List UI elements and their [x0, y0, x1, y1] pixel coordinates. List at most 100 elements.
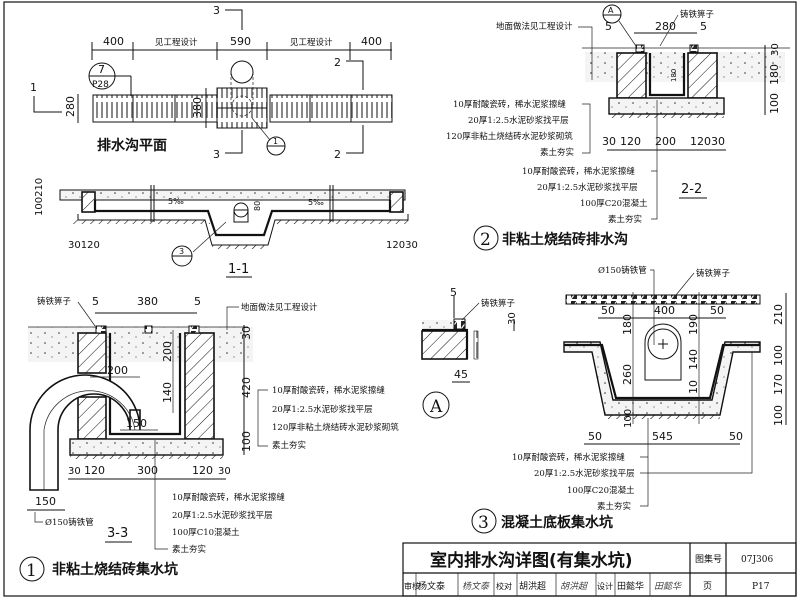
- signoff-role-check: 校对: [496, 581, 512, 591]
- s22-dim-280: 280: [655, 20, 676, 33]
- plan-ref-bottom: P28: [92, 80, 109, 90]
- s11-channel-lining: [93, 200, 392, 237]
- signoff-name-review: 杨文泰: [418, 580, 445, 592]
- detail-2-number: 2: [480, 230, 491, 250]
- s11-dim-left: 30120: [68, 240, 100, 251]
- s33-note-4: 素土夯实: [272, 440, 306, 451]
- s33-dim-120-right: 120: [192, 464, 213, 477]
- pit-notes: 10厚耐酸瓷砖，稀水泥浆擦缝 20厚1:2.5水泥砂浆找平层 100厚C20混凝…: [512, 352, 753, 512]
- s33-brick-top-left: [77, 332, 107, 374]
- pit-note-3: 100厚C20混凝土: [567, 485, 635, 496]
- s33-notes-bottom: 10厚耐酸瓷砖，稀水泥浆擦缝 20厚1:2.5水泥砂浆找平层 100厚C10混凝…: [154, 440, 285, 555]
- plan-grate-left: [92, 94, 218, 123]
- plan-dim-see-design-left: 见工程设计: [155, 37, 198, 48]
- pit-dim-10: 10: [687, 380, 700, 394]
- s33-dim-30: 30: [240, 326, 253, 340]
- signoff-signature-check: 胡洪超: [560, 581, 589, 592]
- section-concrete-pit: 50 400 50 180 190 260 140 10 100 210 100…: [512, 265, 787, 512]
- s22-dim-5-right: 5: [700, 20, 707, 33]
- s33-note-2: 20厚1:2.5水泥砂浆找平层: [272, 404, 373, 415]
- signoff-role-review: 审核: [404, 581, 420, 591]
- detail-A-label: A: [429, 397, 443, 417]
- s22-note-3: 120厚非粘土烧结砖水泥砂浆砌筑: [446, 131, 573, 142]
- plan-cut-2-top: 2: [334, 56, 341, 69]
- pit-concrete-shell: [563, 341, 761, 416]
- section-1-1: 5‰ 5‰ 80 100210 30120 12030 3 1-1: [34, 178, 418, 278]
- s33-dim-420: 420: [240, 377, 253, 398]
- s22-brick-left: [616, 52, 647, 99]
- s33-label: 3-3: [107, 526, 128, 541]
- s33-pipe-note: Ø150铸铁管: [45, 517, 94, 528]
- s33-dim-5-left: 5: [92, 295, 99, 308]
- signoff-role-design: 设计: [597, 581, 613, 591]
- s22-dim-200: 200: [655, 135, 676, 148]
- detail-3-number: 3: [478, 513, 489, 533]
- s11-label: 1-1: [228, 262, 249, 277]
- page-number: P17: [752, 582, 770, 592]
- s33-grate-note: 铸铁箅子: [37, 296, 72, 307]
- s22-dim-5-left: 5: [605, 20, 612, 33]
- pit-dim-100-a: 100: [772, 345, 785, 366]
- plan-dim-590: 590: [230, 35, 251, 48]
- s33-bnote-3: 100厚C10混凝土: [172, 527, 240, 538]
- pit-grate-bar: [565, 294, 761, 305]
- s11-dim-right: 12030: [386, 240, 418, 251]
- plan-ref-top: 7: [98, 63, 105, 76]
- plan-cut-1: 1: [30, 81, 37, 94]
- detail-3-title: 3 混凝土底板集水坑: [471, 508, 613, 534]
- pit-dim-260: 260: [621, 364, 634, 385]
- sheet-border: [3, 1, 797, 597]
- pit-dim-50-left: 50: [601, 304, 615, 317]
- s22-ref-A: A: [608, 6, 614, 15]
- pit-dim-400: 400: [654, 304, 675, 317]
- s22-label: 2-2: [681, 182, 702, 197]
- section-3-3: 5 380 5 200 140 30 420 100 200 150 30 12…: [27, 295, 399, 555]
- pit-dim-50-right: 50: [710, 304, 724, 317]
- s22-dim-180: 180: [768, 64, 781, 85]
- detail-A-dim-30: 30: [507, 312, 518, 325]
- plan-dim-ticks: [91, 42, 392, 60]
- plan-dim-see-design-right: 见工程设计: [290, 37, 333, 48]
- s22-base: [608, 97, 725, 115]
- s22-channel-lining: [648, 53, 686, 97]
- s11-slope-right: 5‰: [308, 198, 324, 207]
- s22-grate-note: 铸铁箅子: [680, 9, 715, 20]
- s33-bnote-2: 20厚1:2.5水泥砂浆找平层: [172, 510, 273, 521]
- s33-bnote-4: 素土夯实: [172, 544, 206, 555]
- s22-note-1: 10厚耐酸瓷砖，稀水泥浆擦缝: [453, 99, 566, 110]
- detail-A-label-circle: [422, 391, 450, 419]
- s22-bnote-2: 20厚1:2.5水泥砂浆找平层: [537, 182, 638, 193]
- plan-dim-400-left: 400: [103, 35, 124, 48]
- pit-pipe-outlet: [644, 323, 682, 381]
- s22-dim-100: 100: [768, 93, 781, 114]
- detail-3-number-circle: [471, 508, 497, 534]
- detail-1-number-circle: [19, 556, 45, 582]
- detail-A-dim-5: 5: [450, 286, 457, 299]
- s11-base: [77, 214, 409, 246]
- pit-dim-50-bl: 50: [588, 430, 602, 443]
- signoff-name-check: 胡洪超: [519, 580, 546, 592]
- s22-dim-180-inner: 180: [670, 69, 678, 82]
- s33-brick-right: [184, 332, 215, 440]
- atlas-number: 07J306: [741, 555, 774, 565]
- detail-A-grate: [453, 318, 466, 330]
- s22-floor-note: 地面做法见工程设计: [496, 21, 573, 32]
- pit-dim-100-b: 100: [772, 405, 785, 426]
- s22-dim-120-left: 120: [620, 135, 641, 148]
- pit-dim-100-left: 100: [623, 409, 634, 428]
- plan-cut-3-bottom: 3: [213, 148, 220, 161]
- s33-dim-30-left: 30: [68, 466, 81, 477]
- signoff-signature-review: 杨文泰: [462, 581, 490, 592]
- pit-grate-note: 铸铁箅子: [696, 268, 731, 279]
- s22-note-2: 20厚1:2.5水泥砂浆找平层: [468, 115, 569, 126]
- s33-dim-200: 200: [161, 341, 174, 362]
- pit-dim-170: 170: [772, 374, 785, 395]
- s33-dim-150: 150: [126, 417, 147, 430]
- s33-dim-300: 300: [137, 464, 158, 477]
- signoff-name-design: 田懿华: [617, 580, 644, 592]
- s22-bnote-3: 100厚C20混凝土: [580, 198, 648, 209]
- plan-detail-ref-top: 1: [273, 137, 278, 146]
- pit-note-1: 10厚耐酸瓷砖，稀水泥浆擦缝: [512, 452, 625, 463]
- s22-notes-bottom: 10厚耐酸瓷砖，稀水泥浆擦缝 20厚1:2.5水泥砂浆找平层 100厚C20混凝…: [522, 100, 658, 225]
